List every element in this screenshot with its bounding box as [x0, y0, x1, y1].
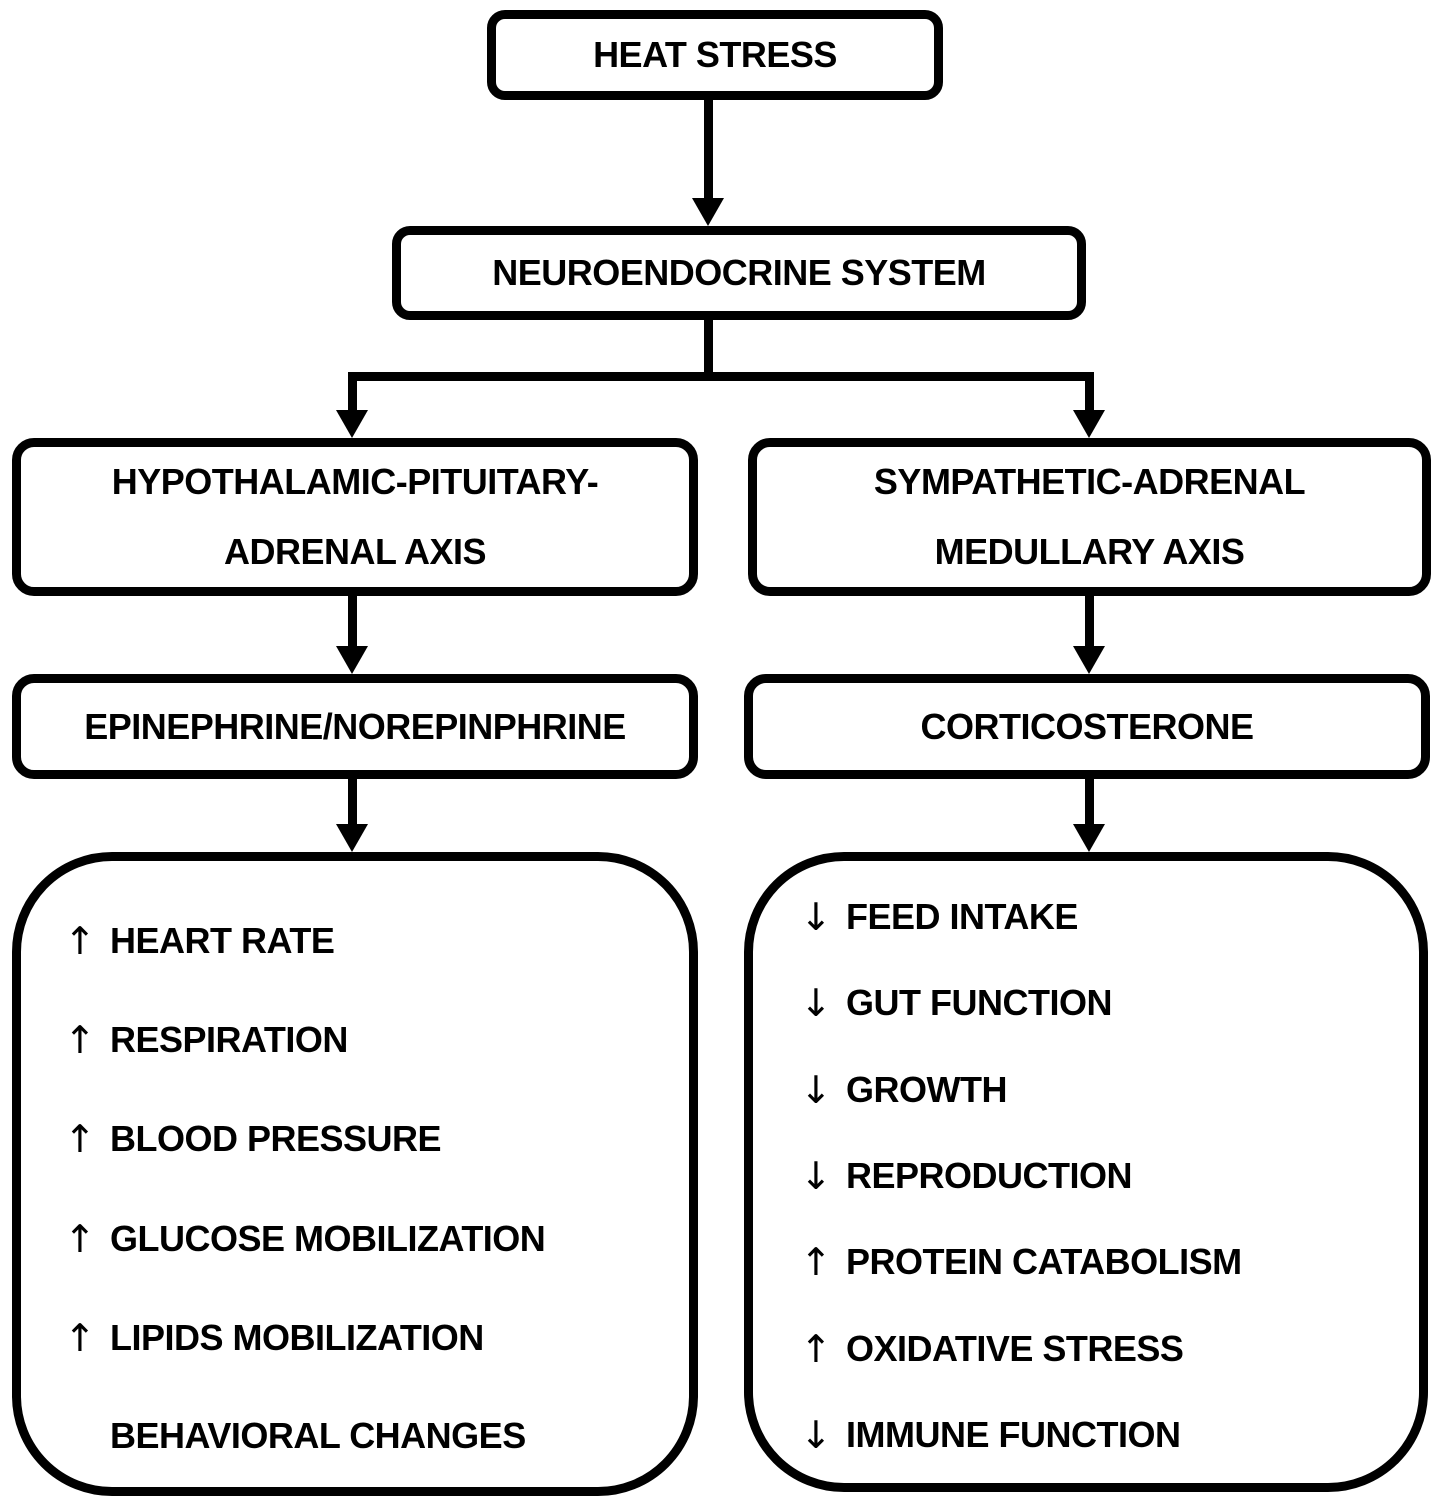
effect-item: ↑ OXIDATIVE STRESS — [800, 1330, 1400, 1368]
node-neuroendocrine-system: NEUROENDOCRINE SYSTEM — [392, 226, 1086, 320]
node-label-line2: ADRENAL AXIS — [223, 531, 487, 572]
connector-branch-left-line — [348, 372, 357, 410]
node-label: HEAT STRESS — [593, 34, 837, 75]
node-label: CORTICOSTERONE — [920, 705, 1254, 747]
effect-item: ↓ FEED INTAKE — [800, 898, 1400, 936]
node-label-line2: MEDULLARY AXIS — [934, 531, 1245, 572]
panel-corticosterone-effects — [744, 852, 1428, 1492]
effect-item: ↓ IMMUNE FUNCTION — [800, 1416, 1400, 1454]
trend-down-icon: ↓ — [800, 895, 832, 939]
node-label-line1: HYPOTHALAMIC-PITUITARY- — [111, 461, 599, 502]
panel-epinephrine-effects — [12, 852, 698, 1496]
effect-label: GLUCOSE MOBILIZATION — [110, 1217, 546, 1259]
effect-item: ↓ GROWTH — [800, 1071, 1400, 1109]
corticosterone-effects-list: ↓ FEED INTAKE ↓ GUT FUNCTION ↓ GROWTH ↓ … — [800, 898, 1400, 1454]
effect-label: LIPIDS MOBILIZATION — [110, 1316, 484, 1358]
effect-label: GUT FUNCTION — [846, 982, 1112, 1024]
effect-label: OXIDATIVE STRESS — [846, 1327, 1184, 1369]
effect-item: ↑ HEART RATE — [64, 922, 664, 960]
node-corticosterone: CORTICOSTERONE — [744, 674, 1430, 779]
trend-up-icon: ↑ — [64, 1018, 96, 1063]
arrowhead-down-icon — [692, 198, 724, 226]
connector-heat-to-neuro-line — [704, 100, 713, 200]
effect-label: PROTEIN CATABOLISM — [846, 1241, 1242, 1283]
node-label: NEUROENDOCRINE SYSTEM — [492, 252, 986, 293]
trend-up-icon: ↑ — [64, 919, 96, 963]
effect-item: ↓ REPRODUCTION — [800, 1157, 1400, 1195]
node-hpa-axis: HYPOTHALAMIC-PITUITARY- ADRENAL AXIS — [12, 438, 698, 596]
arrowhead-down-icon — [336, 646, 368, 674]
effect-label: IMMUNE FUNCTION — [846, 1413, 1181, 1455]
effect-label: HEART RATE — [110, 920, 335, 961]
node-epinephrine-norepinphrine: EPINEPHRINE/NOREPINPHRINE — [12, 674, 698, 779]
connector-sam-to-corticosterone-line — [1085, 596, 1094, 646]
effect-item: ↑ PROTEIN CATABOLISM — [800, 1243, 1400, 1281]
arrowhead-down-icon — [1073, 824, 1105, 852]
arrowhead-down-icon — [336, 410, 368, 438]
trend-down-icon: ↓ — [800, 1153, 832, 1198]
arrowhead-down-icon — [336, 824, 368, 852]
connector-corticosterone-to-effects-line — [1085, 779, 1094, 824]
node-label: EPINEPHRINE/NOREPINPHRINE — [84, 705, 626, 747]
effect-item: BEHAVIORAL CHANGES — [64, 1414, 664, 1456]
effect-item: ↑ GLUCOSE MOBILIZATION — [64, 1220, 664, 1258]
node-sympathetic-adrenal-medullary-axis: SYMPATHETIC-ADRENAL MEDULLARY AXIS — [748, 438, 1431, 596]
trend-down-icon: ↓ — [800, 981, 832, 1026]
connector-neuro-stem-line — [704, 320, 713, 380]
trend-up-icon: ↑ — [800, 1326, 832, 1371]
effect-label: BEHAVIORAL CHANGES — [110, 1414, 526, 1456]
effect-label: FEED INTAKE — [846, 896, 1078, 937]
trend-down-icon: ↓ — [800, 1067, 832, 1112]
effect-label: BLOOD PRESSURE — [110, 1118, 442, 1160]
trend-up-icon: ↑ — [64, 1117, 96, 1162]
arrowhead-down-icon — [1073, 410, 1105, 438]
effect-label: GROWTH — [846, 1068, 1007, 1110]
effect-label: RESPIRATION — [110, 1019, 348, 1061]
effect-item: ↑ BLOOD PRESSURE — [64, 1120, 664, 1158]
effect-item: ↓ GUT FUNCTION — [800, 984, 1400, 1022]
trend-down-icon: ↓ — [800, 1412, 832, 1457]
trend-up-icon: ↑ — [800, 1240, 832, 1285]
effect-item: ↑ RESPIRATION — [64, 1021, 664, 1059]
effect-item: ↑ LIPIDS MOBILIZATION — [64, 1319, 664, 1357]
connector-hpa-to-epinephrine-line — [348, 596, 357, 646]
node-label-line1: SYMPATHETIC-ADRENAL — [873, 461, 1306, 502]
connector-branch-right-line — [1085, 372, 1094, 410]
arrowhead-down-icon — [1073, 646, 1105, 674]
trend-up-icon: ↑ — [64, 1315, 96, 1360]
epinephrine-effects-list: ↑ HEART RATE ↑ RESPIRATION ↑ BLOOD PRESS… — [64, 922, 664, 1454]
node-heat-stress: HEAT STRESS — [487, 10, 943, 100]
connector-epinephrine-to-effects-line — [348, 779, 357, 824]
connector-branch-line — [348, 372, 1094, 381]
effect-label: REPRODUCTION — [846, 1154, 1133, 1196]
trend-up-icon: ↑ — [64, 1216, 96, 1261]
